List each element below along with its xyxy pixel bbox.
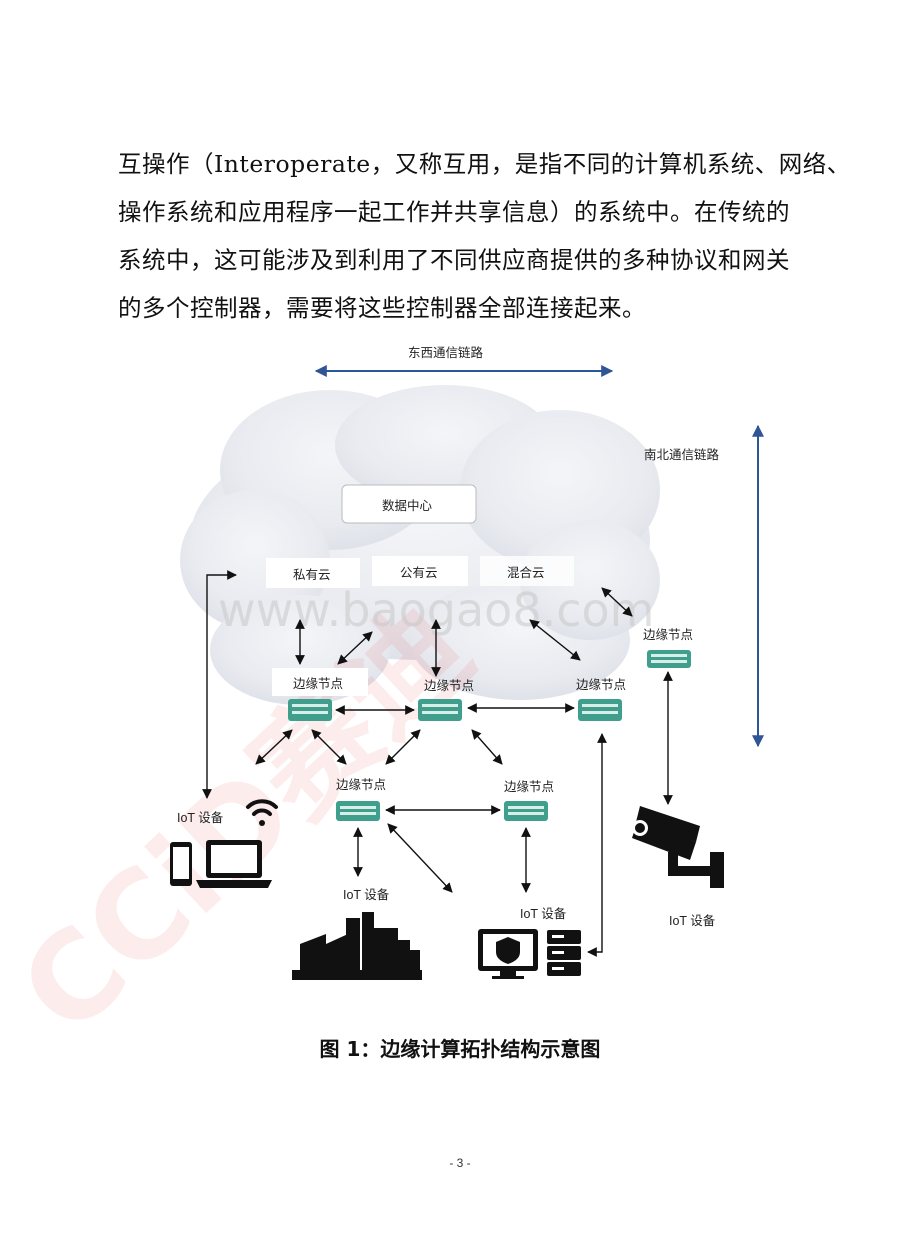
iot-label-mobile: IoT 设备 [177,810,224,825]
page-number: - 3 - [449,1156,471,1170]
iot-label-factory: IoT 设备 [343,887,390,902]
arrow-hybrid-node3 [529,619,581,661]
private-cloud-label: 私有云 [293,567,331,582]
edge-node-1-label: 边缘节点 [293,676,343,691]
hybrid-cloud-label: 混合云 [507,565,545,580]
arrow-mobile-to-cloud [202,570,237,799]
arrow-node1-iot-mobile [255,729,293,765]
east-west-label: 东西通信链路 [408,345,484,360]
edge-node-5-label: 边缘节点 [336,777,386,792]
arrow-node2-node6 [471,729,503,765]
phone-icon [170,842,192,886]
paragraph-line-1: 互操作（Interoperate，又称互用，是指不同的计算机系统、网络、 [118,150,851,178]
edge-node-switch-2 [418,699,462,721]
iot-label-camera: IoT 设备 [669,913,716,928]
edge-node-1-label-bg [272,668,368,696]
north-south-label: 南北通信链路 [644,447,720,462]
paragraph-line-4: 的多个控制器，需要将这些控制器全部连接起来。 [118,294,646,322]
data-center-label: 数据中心 [382,498,433,513]
paragraph-line-2: 操作系统和应用程序一起工作并共享信息）的系统中。在传统的 [118,198,790,226]
paragraph-line-3: 系统中，这可能涉及到利用了不同供应商提供的多种协议和网关 [118,246,790,274]
edge-node-6-label: 边缘节点 [504,779,554,794]
server-icon [547,930,581,976]
edge-node-switch-6 [504,801,548,821]
figure-caption: 图 1：边缘计算拓扑结构示意图 [319,1037,601,1061]
public-cloud-label: 公有云 [400,565,438,580]
edge-node-switch-4 [647,650,691,668]
arrow-node1-node5 [311,729,347,765]
laptop-icon [196,840,272,888]
edge-node-3-label: 边缘节点 [576,677,626,692]
shield-monitor-icon [478,929,538,979]
edge-node-2-label: 边缘节点 [424,678,474,693]
arrow-node2-node5 [385,729,421,765]
arrow-security-to-node3 [587,733,607,957]
wifi-icon [246,799,278,826]
connection-arrows [255,587,673,893]
private-cloud-box [266,558,360,588]
edge-node-switch-1 [288,699,332,721]
hybrid-cloud-box [480,556,574,586]
data-center-box [341,484,477,524]
factory-icon [292,912,422,980]
security-camera-icon [632,806,724,888]
edge-node-4-label: 边缘节点 [643,627,693,642]
arrow-public-node1 [337,631,373,665]
body-paragraph: 互操作（Interoperate，又称互用，是指不同的计算机系统、网络、 操作系… [118,140,851,332]
edge-node-switch-5 [336,801,380,821]
edge-node-switch-3 [578,699,622,721]
iot-label-security: IoT 设备 [520,906,567,921]
arrow-node5-security [387,823,453,893]
public-cloud-box [372,556,468,586]
arrow-hybrid-node4 [601,587,633,617]
